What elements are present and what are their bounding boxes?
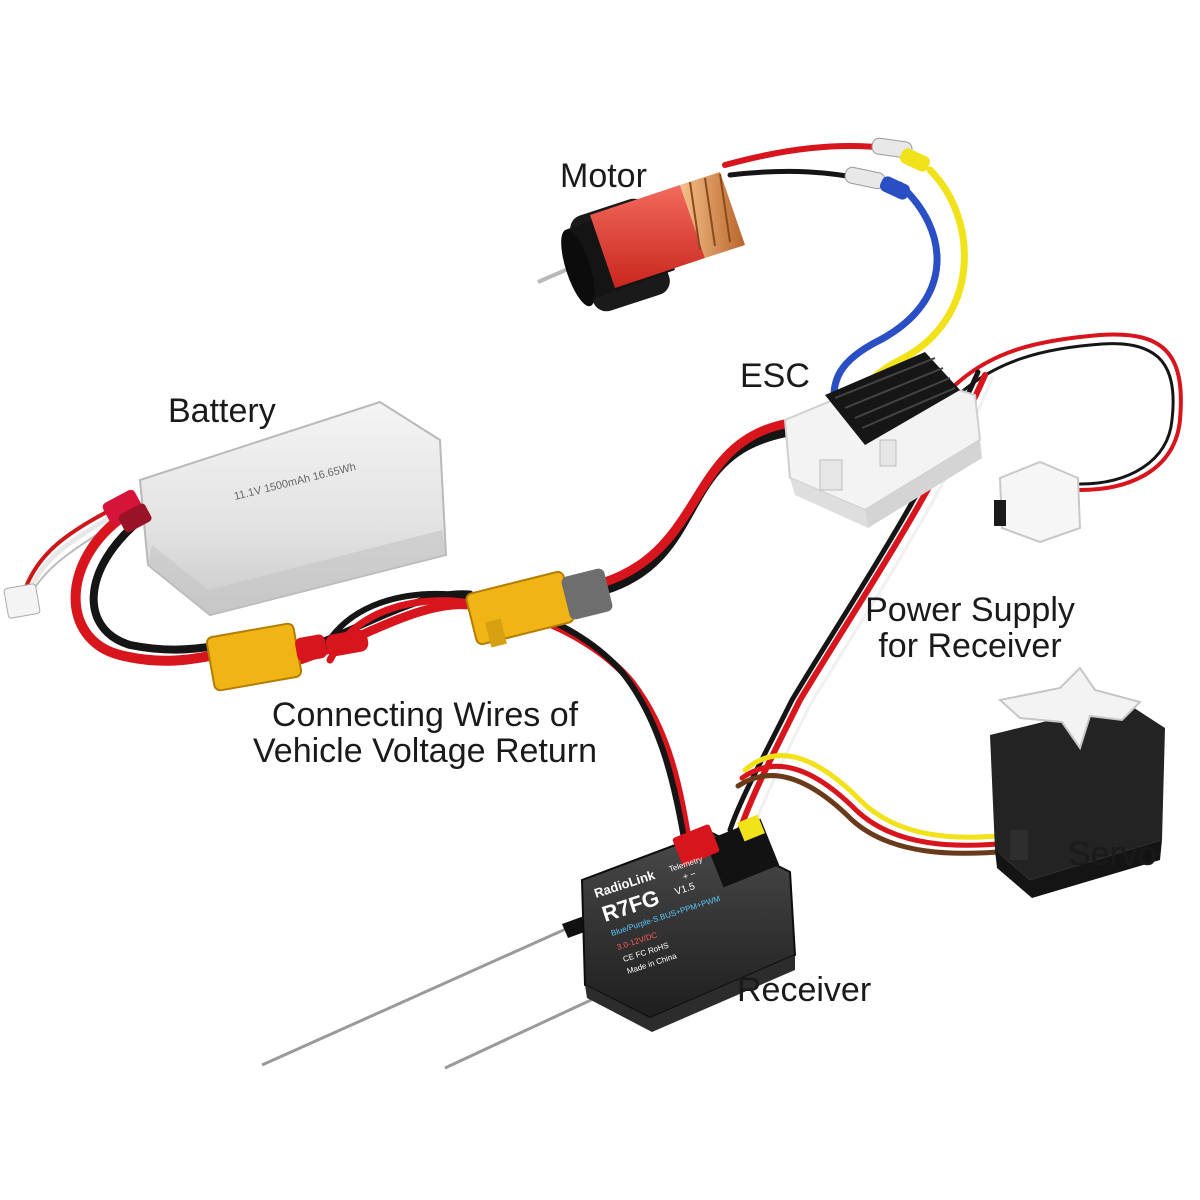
xt60-left bbox=[205, 622, 369, 692]
battery-label: Battery bbox=[168, 392, 276, 430]
power-supply-label-line2: for Receiver bbox=[878, 627, 1062, 665]
receiver: RadioLink Telemetry + − R7FG V1.5 Blue/P… bbox=[580, 814, 797, 1032]
esc bbox=[783, 352, 982, 528]
connecting-wires-label-line1: Connecting Wires of bbox=[271, 696, 579, 734]
servo bbox=[990, 666, 1165, 898]
power-switch bbox=[994, 460, 1082, 544]
power-supply-label: Power Supply for Receiver bbox=[850, 592, 1090, 664]
power-supply-label-line1: Power Supply bbox=[865, 591, 1075, 629]
receiver-polarity: + − bbox=[682, 868, 697, 882]
motor bbox=[537, 172, 745, 312]
esc-label: ESC bbox=[740, 357, 810, 395]
receiver-antennas bbox=[261, 916, 626, 1070]
return-wires bbox=[295, 590, 694, 854]
receiver-label: Receiver bbox=[737, 971, 872, 1009]
connecting-wires-label: Connecting Wires of Vehicle Voltage Retu… bbox=[225, 697, 625, 769]
receiver-pin-header bbox=[672, 814, 780, 888]
servo-label: Servo bbox=[1068, 835, 1157, 873]
battery-pack: 11.1V 1500mAh 16.65Wh bbox=[3, 400, 448, 619]
connecting-wires-label-line2: Vehicle Voltage Return bbox=[252, 732, 598, 770]
servo-wires bbox=[735, 753, 1013, 856]
xt60-right bbox=[465, 568, 613, 648]
switch-wires bbox=[948, 332, 1183, 492]
motor-label: Motor bbox=[560, 157, 647, 195]
